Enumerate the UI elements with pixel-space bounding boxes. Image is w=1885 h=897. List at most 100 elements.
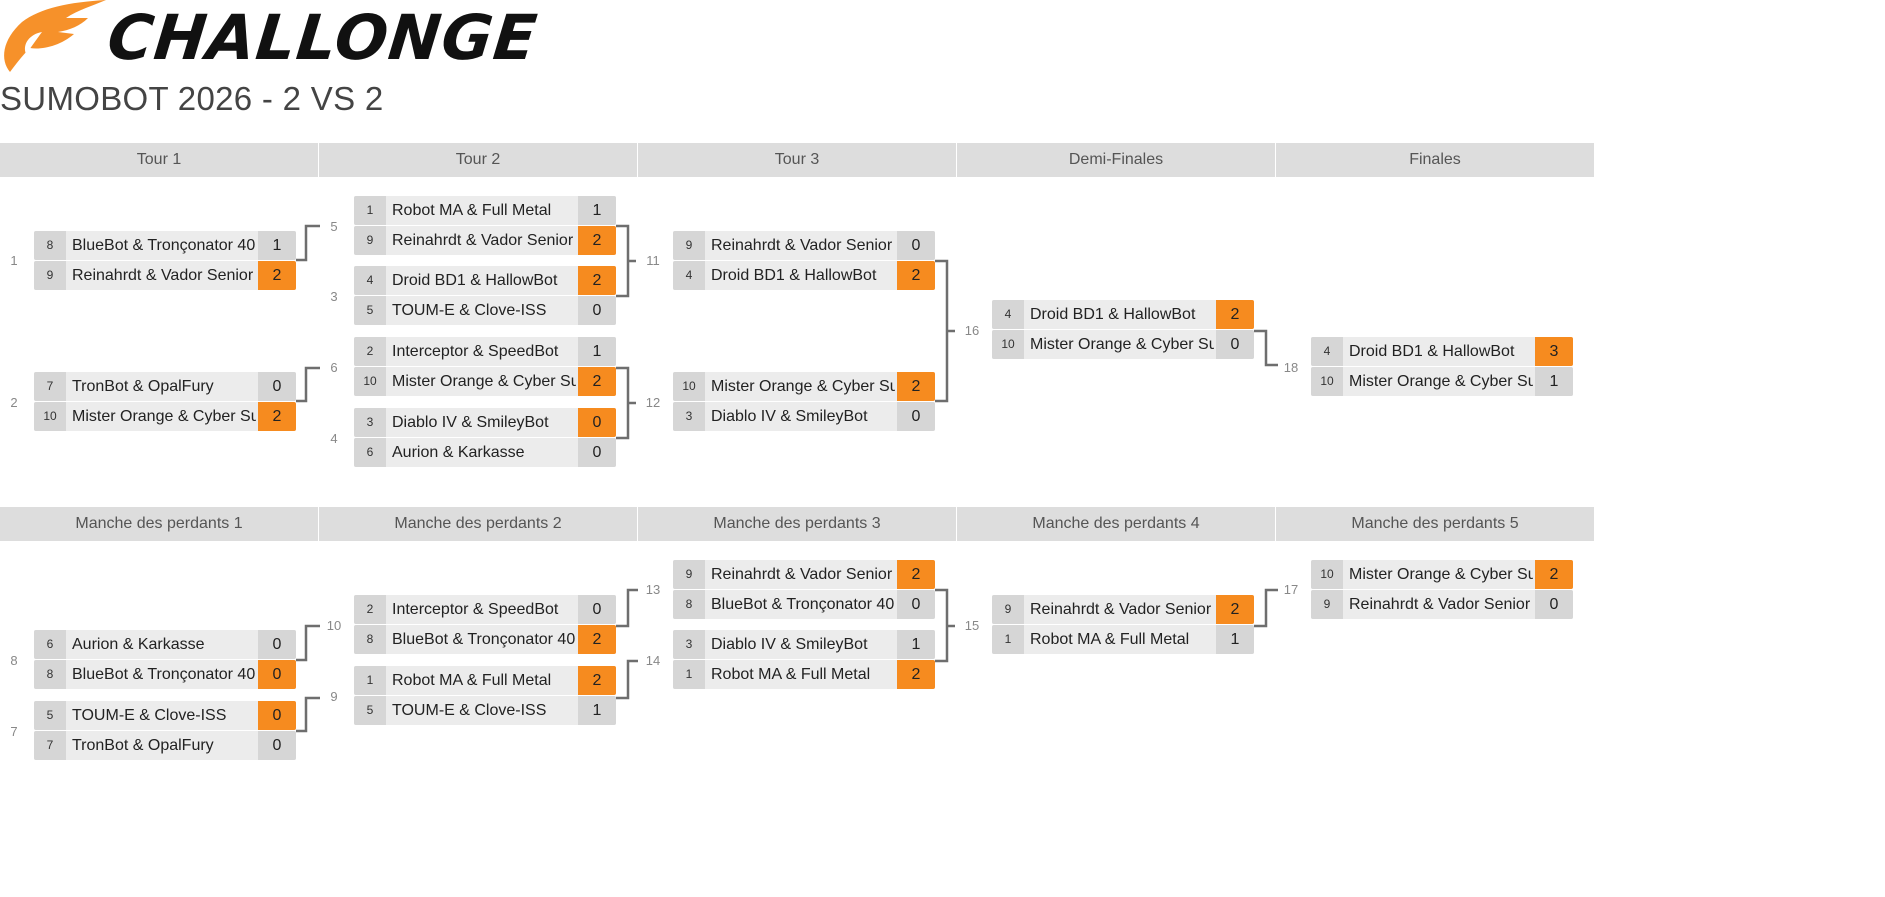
- participant-name[interactable]: Robot MA & Full Metal: [711, 666, 871, 683]
- participant-name[interactable]: Robot MA & Full Metal: [392, 672, 552, 689]
- participant-name[interactable]: Reinahrdt & Vador Senior: [1349, 596, 1531, 613]
- match-number: 11: [646, 253, 660, 268]
- participant-name[interactable]: Mister Orange & Cyber Suit: [392, 373, 576, 390]
- participant-name[interactable]: Droid BD1 & HallowBot: [1030, 306, 1196, 323]
- participant-name[interactable]: Aurion & Karkasse: [392, 444, 525, 461]
- seed-number: 8: [673, 590, 705, 619]
- participant-name[interactable]: Aurion & Karkasse: [72, 636, 205, 653]
- participant-name[interactable]: TOUM-E & Clove-ISS: [392, 302, 547, 319]
- participant-name[interactable]: Reinahrdt & Vador Senior: [1030, 601, 1212, 618]
- winner-score: 2: [897, 372, 935, 401]
- round-header: Finales: [1276, 143, 1594, 177]
- participant-name[interactable]: Mister Orange & Cyber Suit: [1349, 373, 1533, 390]
- participant-name[interactable]: Droid BD1 & HallowBot: [711, 267, 877, 284]
- participant-name[interactable]: Reinahrdt & Vador Senior: [711, 566, 893, 583]
- participant-name[interactable]: Diablo IV & SmileyBot: [392, 414, 549, 431]
- participant-name[interactable]: Reinahrdt & Vador Senior: [72, 267, 254, 284]
- participant-name[interactable]: Droid BD1 & HallowBot: [392, 272, 558, 289]
- participant-name[interactable]: Droid BD1 & HallowBot: [1349, 343, 1515, 360]
- participant-name[interactable]: BlueBot & Tronçonator 40: [72, 237, 256, 254]
- participant-name[interactable]: Mister Orange & Cyber Suit: [711, 378, 895, 395]
- participant-name[interactable]: Reinahrdt & Vador Senior: [392, 232, 574, 249]
- seed-number: 4: [673, 261, 705, 290]
- participant-name[interactable]: TronBot & OpalFury: [72, 378, 214, 395]
- winner-score: 0: [258, 701, 296, 730]
- participant-name[interactable]: BlueBot & Tronçonator 40: [72, 666, 256, 683]
- participant-name[interactable]: TOUM-E & Clove-ISS: [72, 707, 227, 724]
- participant-name[interactable]: TronBot & OpalFury: [72, 737, 214, 754]
- participant-name[interactable]: Diablo IV & SmileyBot: [711, 408, 868, 425]
- seed-number: 1: [354, 666, 386, 695]
- participant-name[interactable]: BlueBot & Tronçonator 40: [392, 631, 576, 648]
- participant-name[interactable]: Robot MA & Full Metal: [392, 202, 552, 219]
- participant-name[interactable]: Interceptor & SpeedBot: [392, 601, 559, 618]
- participant-name[interactable]: Mister Orange & Cyber Suit: [1030, 336, 1214, 353]
- seed-number: 5: [354, 696, 386, 725]
- seed-number: 3: [354, 408, 386, 437]
- winner-score: 3: [1535, 337, 1573, 366]
- participant-name[interactable]: Diablo IV & SmileyBot: [711, 636, 868, 653]
- participant-name[interactable]: BlueBot & Tronçonator 40: [711, 596, 895, 613]
- participant-name[interactable]: Mister Orange & Cyber Suit: [1349, 566, 1533, 583]
- participant-name[interactable]: Robot MA & Full Metal: [1030, 631, 1190, 648]
- participant-name[interactable]: Reinahrdt & Vador Senior: [711, 237, 893, 254]
- participant-name[interactable]: Mister Orange & Cyber Suit: [72, 408, 256, 425]
- participant-name[interactable]: TOUM-E & Clove-ISS: [392, 702, 547, 719]
- participant-name[interactable]: Interceptor & SpeedBot: [392, 343, 559, 360]
